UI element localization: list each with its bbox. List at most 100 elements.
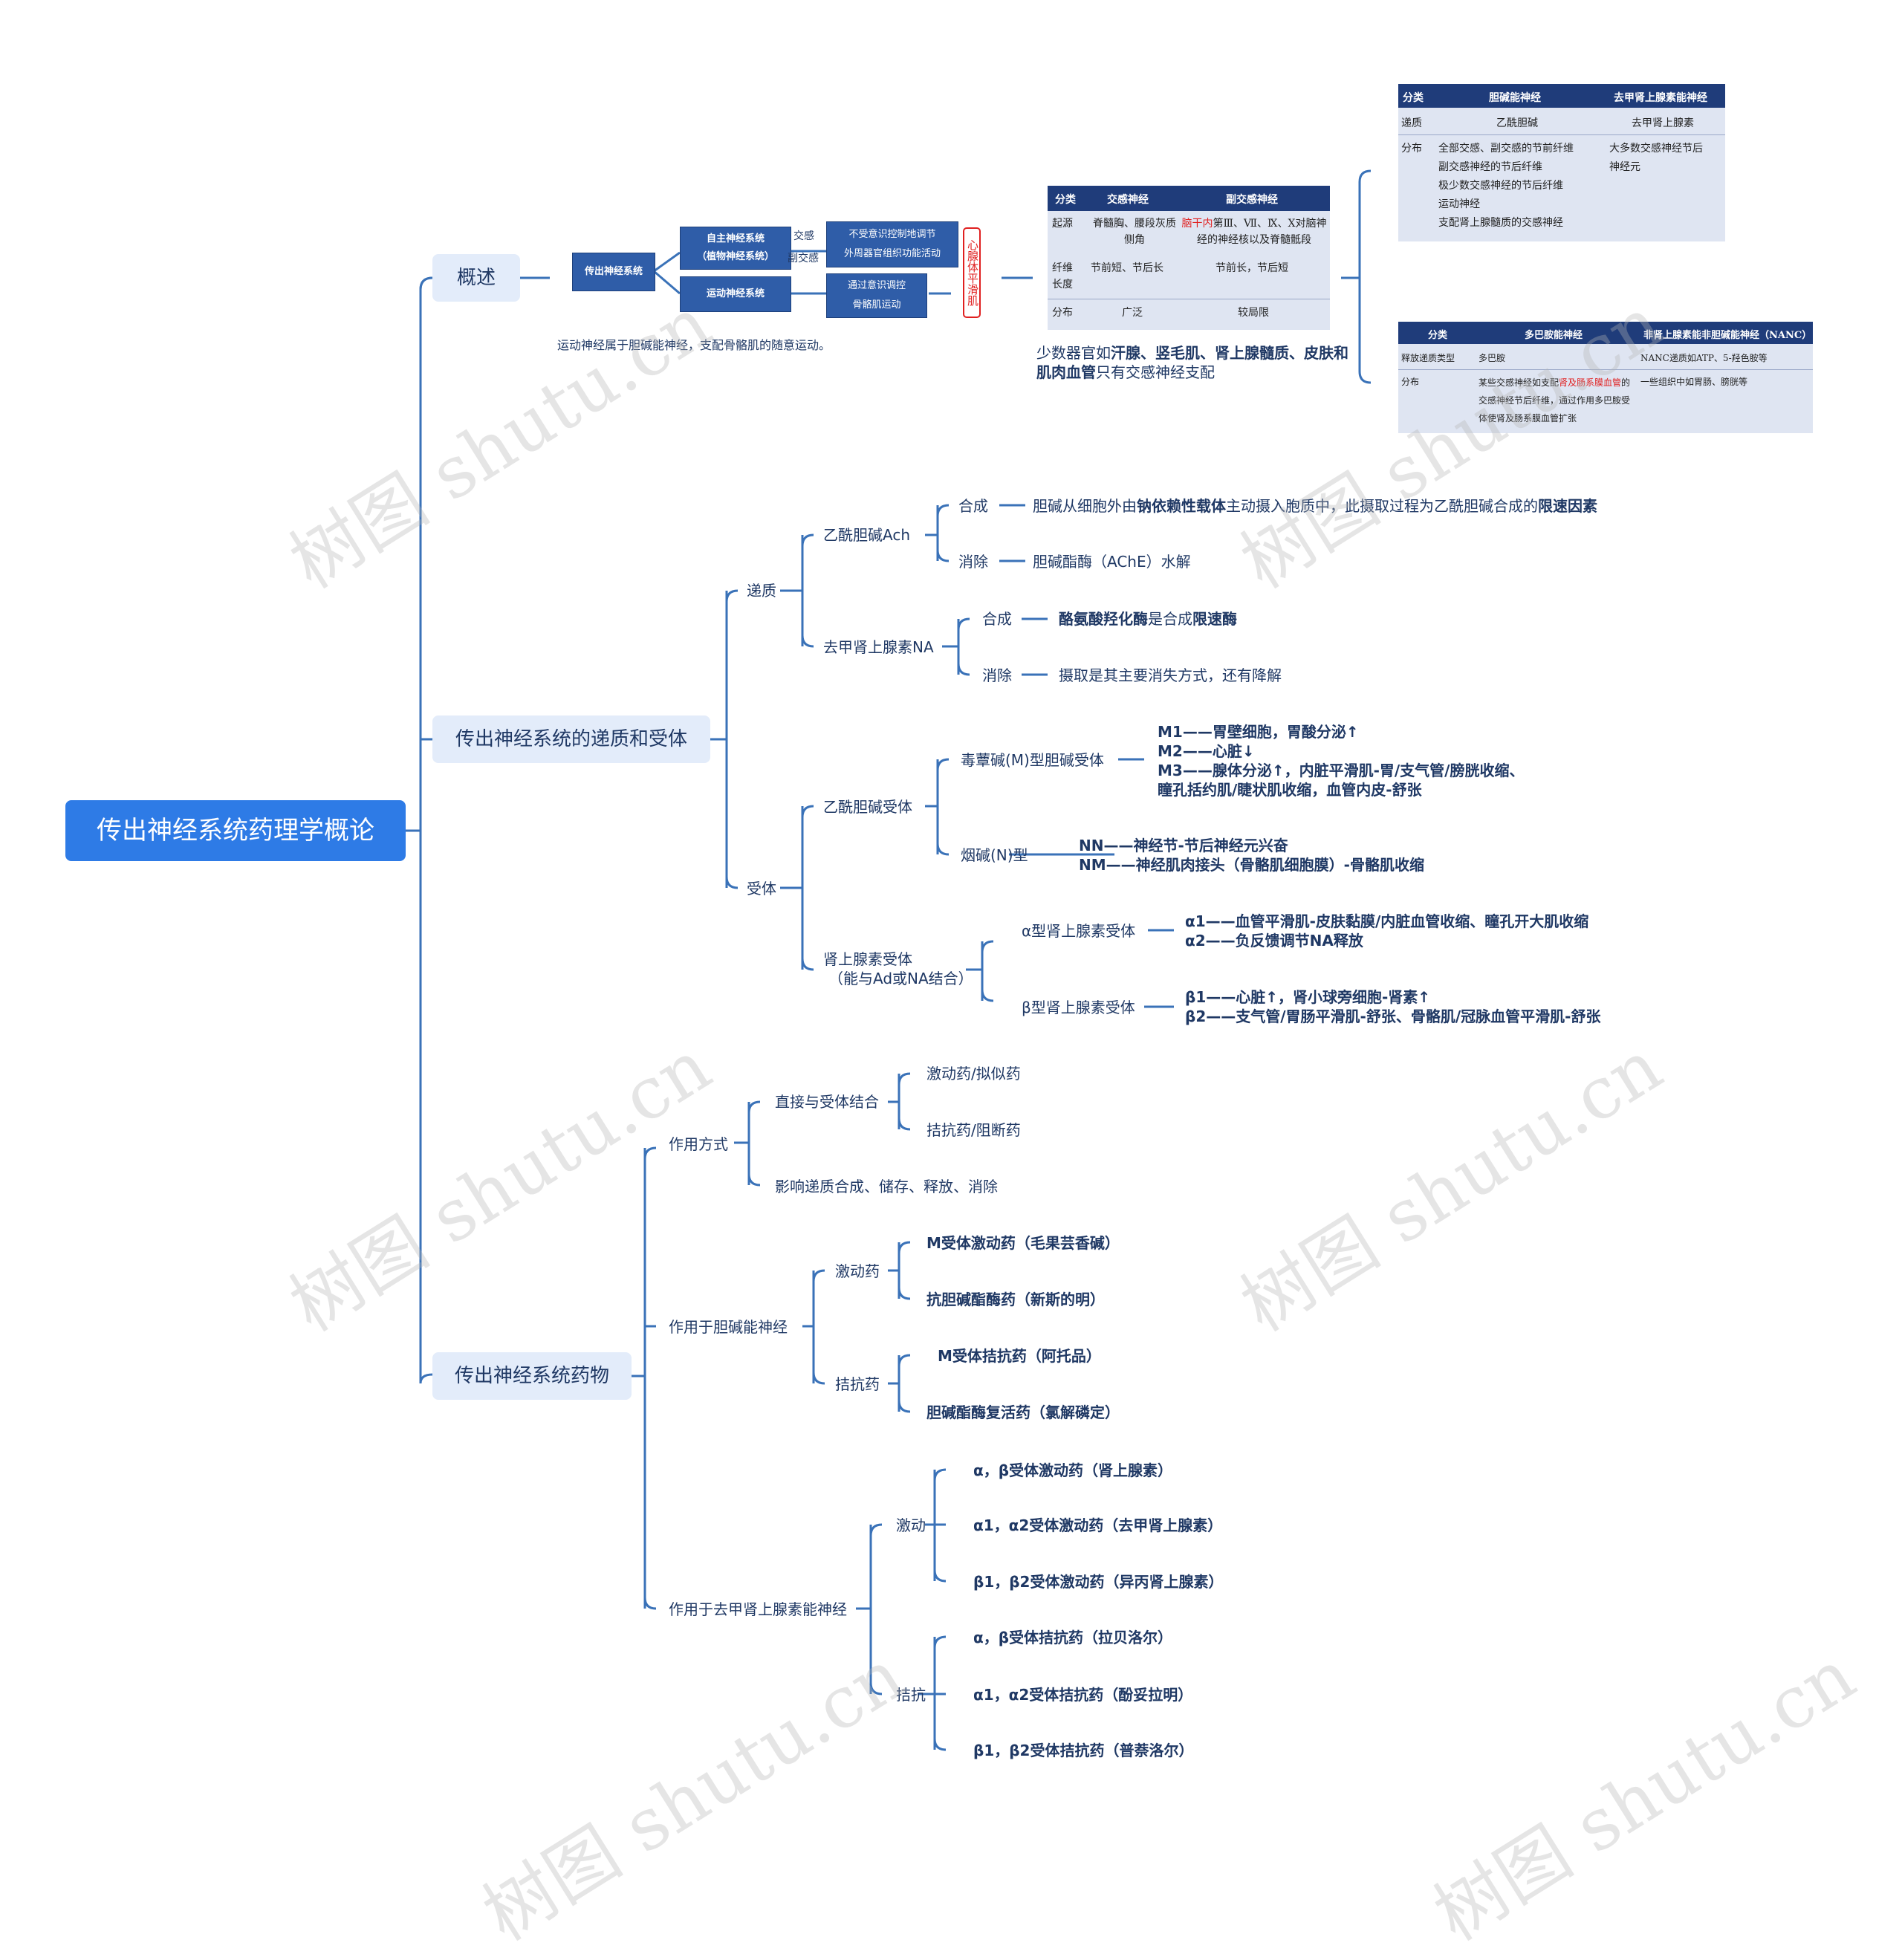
table-nanc-row1-a-post: 的交感神经节后纤维，通过作用多巴胺受体使肾及肠系膜血管扩张 xyxy=(1479,377,1631,424)
m-line-1: M1——胃壁细胞，胃酸分泌↑ xyxy=(1158,723,1359,741)
table-sym-row0-b-text: 第Ⅲ、Ⅶ、Ⅸ、X对脑神经的神经核以及脊髓骶段 xyxy=(1197,218,1327,246)
table-nanc-row0-a: 多巴胺 xyxy=(1479,353,1506,363)
adr-antagonist-3: β1，β2受体拮抗药（普萘洛尔） xyxy=(973,1742,1194,1759)
branch-drugs[interactable]: 传出神经系统药物 xyxy=(432,1352,632,1400)
node-antagonist-block[interactable]: 拮抗药/阻断药 xyxy=(926,1121,1021,1139)
node-adrenergic[interactable]: 作用于去甲肾上腺素能神经 xyxy=(669,1600,847,1618)
parasympathetic-label: 副交感 xyxy=(788,253,819,265)
node-n-type[interactable]: 烟碱(N)型 xyxy=(961,846,1028,864)
table-sym-row1-a: 节前短、节后长 xyxy=(1091,262,1163,274)
node-chol-agonists[interactable]: 激动药 xyxy=(835,1262,880,1280)
motor-note: 运动神经属于胆碱能神经，支配骨骼肌的随意运动。 xyxy=(557,338,831,352)
node-na-synthesis[interactable]: 合成 xyxy=(982,610,1012,628)
alpha-line-2: α2——负反馈调节NA释放 xyxy=(1185,932,1363,950)
na-synthesis-text: 酪氨酸羟化酶是合成限速酶 xyxy=(1059,610,1237,628)
table-sym-row0-a: 脊髓胸、腰段灰质侧角 xyxy=(1093,218,1176,246)
branch-overview[interactable]: 概述 xyxy=(432,254,520,302)
table-sym-row1-key: 纤维长度 xyxy=(1052,262,1073,291)
adr-antagonist-1: α，β受体拮抗药（拉贝洛尔） xyxy=(973,1629,1173,1646)
node-ach-synthesis[interactable]: 合成 xyxy=(958,497,988,515)
table-sympathetic: 分类 交感神经 副交感神经 起源 脊髓胸、腰段灰质侧角 脑干内第Ⅲ、Ⅶ、Ⅸ、X对… xyxy=(1048,186,1330,330)
motor-desc-1: 通过意识调控 xyxy=(847,280,906,291)
node-adr-receptor[interactable]: 肾上腺素受体 xyxy=(823,950,912,968)
table-sym-row1-b: 节前长，节后短 xyxy=(1215,262,1288,274)
alpha-line-1: α1——血管平滑肌-皮肤黏膜/内脏血管收缩、瞳孔开大肌收缩 xyxy=(1185,912,1589,930)
efferent-box: 传出神经系统 xyxy=(572,253,655,291)
table-sym-header-0: 分类 xyxy=(1055,194,1076,206)
table-sym-row0-key: 起源 xyxy=(1052,218,1073,230)
branch-transmitters-receptors[interactable]: 传出神经系统的递质和受体 xyxy=(432,715,710,763)
table-nanc: 分类 多巴胺能神经 非肾上腺素能非胆碱能神经（NANC） 释放递质类型 多巴胺 … xyxy=(1398,322,1813,433)
chol-agonist-2: 抗胆碱酯酶药（新斯的明） xyxy=(926,1291,1105,1308)
chol-agonist-1: M受体激动药（毛果芸香碱） xyxy=(926,1234,1120,1252)
table-ach-row1-a-1: 副交感神经的节后纤维 xyxy=(1438,161,1542,173)
chol-antagonist-2: 胆碱酯酶复活药（氯解磷定） xyxy=(926,1404,1120,1421)
table-nanc-row1-a: 某些交感神经如支配肾及肠系膜血管的交感神经节后纤维，通过作用多巴胺受体使肾及肠系… xyxy=(1479,374,1635,427)
node-m-type[interactable]: 毒蕈碱(M)型胆碱受体 xyxy=(961,751,1104,769)
table-ach-row1-a-0: 全部交感、副交感的节前纤维 xyxy=(1438,143,1574,155)
n-line-2: NM——神经肌肉接头（骨骼肌细胞膜）-骨骼肌收缩 xyxy=(1079,856,1424,874)
m-line-3: M3——腺体分泌↑，内脏平滑肌-胃/支气管/膀胱收缩、 xyxy=(1158,762,1525,779)
node-ach[interactable]: 乙酰胆碱Ach xyxy=(823,526,911,544)
table-nanc-header-2: 非肾上腺素能非胆碱能神经（NANC） xyxy=(1643,330,1812,341)
na-elimination-text: 摄取是其主要消失方式，还有降解 xyxy=(1059,666,1282,684)
table-ach-row1-b-0: 大多数交感神经节后 xyxy=(1609,143,1703,155)
node-adr-antag[interactable]: 拮抗 xyxy=(896,1686,926,1704)
node-alpha-type[interactable]: α型肾上腺素受体 xyxy=(1022,922,1136,940)
node-beta-type[interactable]: β型肾上腺素受体 xyxy=(1022,999,1135,1016)
targets-box: 心腺体平滑肌 xyxy=(963,227,981,318)
ach-elimination-text: 胆碱酯酶（AChE）水解 xyxy=(1033,553,1191,571)
node-mode[interactable]: 作用方式 xyxy=(669,1135,728,1153)
node-agonist-mimic[interactable]: 激动药/拟似药 xyxy=(926,1065,1021,1083)
table-ach-row0-key: 递质 xyxy=(1401,117,1422,129)
table-nanc-row1-key: 分布 xyxy=(1401,377,1420,387)
table-nanc-row0-key: 释放递质类型 xyxy=(1401,353,1455,363)
table-nanc-row1-a-red: 肾及肠系膜血管 xyxy=(1559,377,1622,388)
adr-agonist-2: α1，α2受体激动药（去甲肾上腺素） xyxy=(973,1516,1223,1534)
node-adr-excite[interactable]: 激动 xyxy=(896,1516,926,1534)
root-node[interactable]: 传出神经系统药理学概论 xyxy=(65,800,406,861)
n-line-1: NN——神经节-节后神经元兴奋 xyxy=(1079,837,1288,854)
beta-line-2: β2——支气管/胃肠平滑肌-舒张、骨骼肌/冠脉血管平滑肌-舒张 xyxy=(1185,1007,1601,1025)
table-ach-row1-a-3: 运动神经 xyxy=(1438,198,1480,210)
table-sym-row0-b-red: 脑干内 xyxy=(1181,218,1213,230)
node-na[interactable]: 去甲肾上腺素NA xyxy=(823,638,934,656)
autonomic-desc-1: 不受意识控制地调节 xyxy=(848,229,936,240)
table-nanc-row0-b: NANC递质如ATP、5-羟色胺等 xyxy=(1640,353,1768,363)
table-nanc-row1-a-pre: 某些交感神经如支配 xyxy=(1479,377,1559,388)
table-sym-row2-key: 分布 xyxy=(1052,307,1073,319)
motor-desc-2: 骨骼肌运动 xyxy=(852,299,901,311)
autonomic-desc-2: 外周器官组织功能活动 xyxy=(843,248,941,259)
node-ach-elimination[interactable]: 消除 xyxy=(958,553,988,571)
autonomic-sub-label: （植物神经系统） xyxy=(696,251,774,262)
table-sym-row0-b: 脑干内第Ⅲ、Ⅶ、Ⅸ、X对脑神经的神经核以及脊髓骶段 xyxy=(1181,215,1327,248)
node-direct[interactable]: 直接与受体结合 xyxy=(775,1093,879,1111)
adr-antagonist-2: α1，α2受体拮抗药（酚妥拉明） xyxy=(973,1686,1193,1704)
node-cholinergic[interactable]: 作用于胆碱能神经 xyxy=(669,1318,788,1336)
adr-agonist-3: β1，β2受体激动药（异丙肾上腺素） xyxy=(973,1573,1224,1591)
autonomic-label: 自主神经系统 xyxy=(706,233,765,244)
table-nanc-row1-b: 一些组织中如胃肠、膀胱等 xyxy=(1640,377,1748,387)
table-sym-header-2: 副交感神经 xyxy=(1226,194,1278,206)
node-indirect[interactable]: 影响递质合成、储存、释放、消除 xyxy=(775,1178,998,1195)
node-na-elimination[interactable]: 消除 xyxy=(982,666,1012,684)
table-ach-row0-b: 去甲肾上腺素 xyxy=(1632,117,1694,129)
table-ach-row1-a-4: 支配肾上腺髓质的交感神经 xyxy=(1438,217,1563,229)
organ-note: 少数器官如汗腺、竖毛肌、肾上腺髓质、皮肤和肌肉血管只有交感神经支配 xyxy=(1036,343,1348,382)
chol-antagonist-1: M受体拮抗药（阿托品） xyxy=(938,1347,1101,1365)
connector-lines xyxy=(406,169,1372,1751)
table-ach-row1-key: 分布 xyxy=(1401,143,1422,155)
table-ach-row1-b-1: 神经元 xyxy=(1609,161,1640,173)
autonomic-desc-box: 不受意识控制地调节 外周器官组织功能活动 xyxy=(826,221,958,267)
motor-desc-box: 通过意识调控 骨骼肌运动 xyxy=(826,273,927,318)
table-ach-header-1: 胆碱能神经 xyxy=(1489,92,1541,104)
table-ach-header-2: 去甲肾上腺素能神经 xyxy=(1614,92,1707,104)
table-sym-header-1: 交感神经 xyxy=(1107,194,1149,206)
node-ach-receptor[interactable]: 乙酰胆碱受体 xyxy=(823,798,912,816)
table-ach-header-0: 分类 xyxy=(1403,92,1424,104)
node-chol-antagonists[interactable]: 拮抗药 xyxy=(835,1375,880,1393)
node-receptors[interactable]: 受体 xyxy=(747,880,776,898)
m-line-2: M2——心脏↓ xyxy=(1158,742,1255,760)
node-transmitters[interactable]: 递质 xyxy=(747,582,776,600)
autonomic-box: 自主神经系统 （植物神经系统） xyxy=(680,227,791,270)
